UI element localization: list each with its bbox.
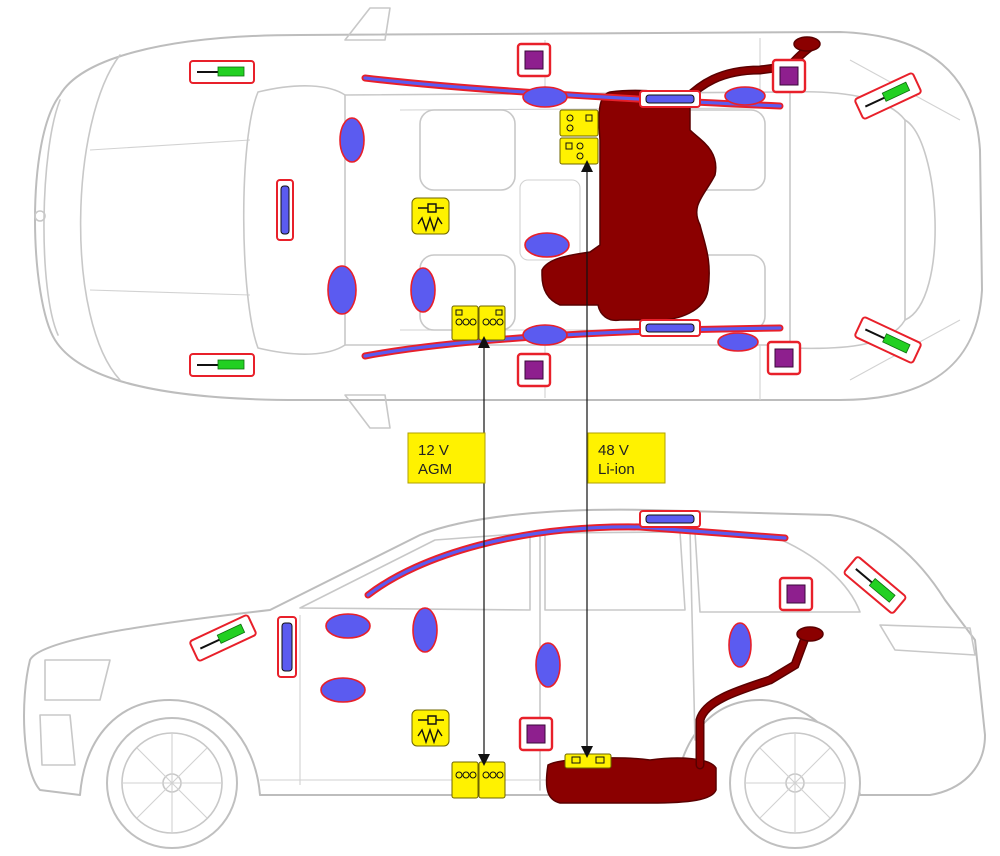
blue-capsule-icon bbox=[639, 90, 701, 108]
car-top-view bbox=[34, 7, 983, 429]
resistor-switch-icon bbox=[411, 197, 450, 235]
battery-12v-top bbox=[451, 305, 506, 341]
square-sensor-icon bbox=[516, 42, 552, 78]
square-sensor-icon bbox=[518, 716, 554, 752]
label-48v-liion: 48 V Li-ion bbox=[587, 432, 666, 484]
airbags bbox=[320, 86, 766, 703]
airbag-side-4 bbox=[535, 642, 561, 688]
battery-arrows bbox=[478, 160, 593, 766]
airbag-top-7 bbox=[522, 324, 568, 346]
green-cylinder-icon bbox=[854, 316, 922, 364]
battery-48v-side bbox=[564, 753, 612, 769]
label-12v-agm: 12 V AGM bbox=[407, 432, 486, 484]
blue-capsule-icon bbox=[277, 616, 297, 678]
green-cylinder-icon bbox=[189, 353, 255, 377]
blue-capsule-icon bbox=[639, 510, 701, 528]
airbag-top-5 bbox=[524, 232, 570, 258]
airbag-top-4 bbox=[522, 86, 568, 108]
belt-tensioners bbox=[189, 60, 922, 662]
battery-terminal-icon bbox=[451, 761, 506, 799]
airbag-side-5 bbox=[728, 622, 752, 668]
rear-wheel bbox=[729, 717, 861, 849]
blue-capsule-icon bbox=[639, 319, 701, 337]
airbag-top-2 bbox=[327, 265, 357, 315]
label-12v-line2: AGM bbox=[418, 461, 452, 478]
square-sensor-icon bbox=[771, 58, 807, 94]
square-sensor-icon bbox=[766, 340, 802, 376]
blue-capsule-icon bbox=[276, 179, 294, 241]
airbag-top-6 bbox=[724, 86, 766, 106]
airbag-top-1 bbox=[339, 117, 365, 163]
fuel-tank-side bbox=[545, 626, 824, 804]
airbag-top-3 bbox=[410, 267, 436, 313]
airbag-side-2 bbox=[320, 677, 366, 703]
resistor-switch-icon bbox=[411, 709, 450, 747]
battery-terminal-icon bbox=[559, 109, 599, 165]
green-cylinder-icon bbox=[189, 614, 257, 662]
front-wheel bbox=[106, 717, 238, 849]
gas-generators bbox=[276, 90, 701, 678]
label-12v-line1: 12 V bbox=[418, 442, 449, 459]
airbag-side-1 bbox=[325, 613, 371, 639]
battery-12v-side bbox=[451, 761, 506, 799]
airbag-side-3 bbox=[412, 607, 438, 653]
label-48v-line1: 48 V bbox=[598, 442, 629, 459]
car-side-view bbox=[23, 508, 986, 849]
green-cylinder-icon bbox=[189, 60, 255, 84]
crash-sensors bbox=[516, 42, 814, 752]
square-sensor-icon bbox=[778, 576, 814, 612]
square-sensor-icon bbox=[516, 352, 552, 388]
battery-48v-top bbox=[559, 109, 599, 165]
airbag-top-8 bbox=[717, 332, 759, 352]
label-48v-line2: Li-ion bbox=[598, 461, 635, 478]
green-cylinder-icon bbox=[854, 72, 922, 120]
green-cylinder-icon bbox=[843, 556, 907, 614]
battery-terminal-icon bbox=[451, 305, 506, 341]
